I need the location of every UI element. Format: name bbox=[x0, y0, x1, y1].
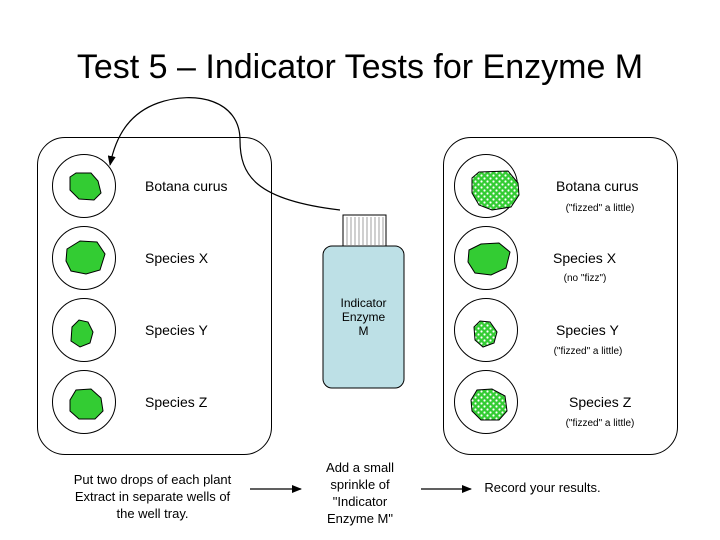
bottle-label-line: Indicator bbox=[340, 296, 387, 310]
right-label-species-y: Species Y bbox=[556, 322, 619, 338]
step-1-text: Put two drops of each plant Extract in s… bbox=[55, 471, 250, 522]
sample-right-species-y bbox=[473, 320, 498, 348]
sample-right-species-z bbox=[470, 388, 508, 421]
step-1-line: Extract in separate wells of bbox=[74, 489, 231, 504]
right-label-species-x: Species X bbox=[553, 250, 617, 266]
step-1-line: Put two drops of each plant bbox=[73, 472, 232, 487]
sample-left-species-x bbox=[65, 240, 106, 275]
left-label-botana: Botana curus bbox=[145, 178, 228, 194]
left-label-species-x: Species X bbox=[145, 250, 209, 266]
right-label-botana: Botana curus bbox=[556, 178, 639, 194]
step-3-line: Record your results. bbox=[484, 480, 601, 495]
right-label-species-z: Species Z bbox=[569, 394, 632, 410]
bottle-body bbox=[322, 245, 405, 389]
curved-arrow bbox=[107, 97, 341, 211]
step-3-text: Record your results. bbox=[470, 479, 615, 496]
bottle-cap bbox=[342, 214, 387, 248]
bottle-label-line: Enzyme bbox=[341, 310, 386, 324]
right-note-species-x: (no "fizz") bbox=[563, 273, 607, 284]
right-note-species-y: ("fizzed" a little) bbox=[553, 346, 623, 357]
step-1-line: the well tray. bbox=[116, 506, 189, 521]
left-label-species-y: Species Y bbox=[145, 322, 208, 338]
sample-left-species-y bbox=[70, 319, 94, 348]
right-note-species-z: ("fizzed" a little) bbox=[565, 418, 635, 429]
page-title: Test 5 – Indicator Tests for Enzyme M bbox=[76, 48, 644, 86]
sample-right-species-x bbox=[467, 242, 511, 276]
step-2-line: sprinkle of bbox=[330, 477, 390, 492]
step-2-line: Add a small bbox=[326, 460, 394, 475]
sample-left-botana bbox=[69, 172, 102, 201]
right-note-botana: ("fizzed" a little) bbox=[565, 203, 635, 214]
sample-right-botana bbox=[471, 170, 520, 211]
left-label-species-z: Species Z bbox=[145, 394, 208, 410]
step-2-line: Enzyme M" bbox=[326, 511, 393, 526]
step-2-line: "Indicator bbox=[332, 494, 388, 509]
step-2-text: Add a small sprinkle of "Indicator Enzym… bbox=[305, 459, 415, 527]
bottle-label-line: M bbox=[358, 324, 369, 338]
bottle-label: Indicator Enzyme M bbox=[323, 296, 404, 338]
sample-left-species-z bbox=[69, 388, 104, 420]
